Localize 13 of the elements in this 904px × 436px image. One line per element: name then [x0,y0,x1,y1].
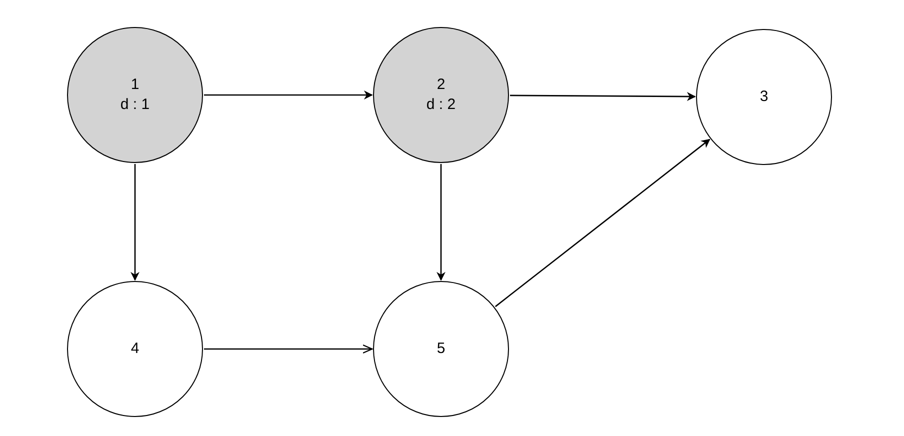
arrow [495,138,710,308]
arrow [204,344,373,354]
node-label: 3 [760,87,768,107]
node-label: 1 [130,75,140,95]
node-label: d : 1 [120,95,150,115]
arrow [204,90,373,100]
arrow [510,92,696,102]
node-label: 2 [436,75,446,95]
node-label: 4 [130,339,140,359]
arrow [436,164,446,281]
node-label: 5 [436,339,446,359]
node-label: d : 2 [426,95,456,115]
arrow [130,164,140,281]
